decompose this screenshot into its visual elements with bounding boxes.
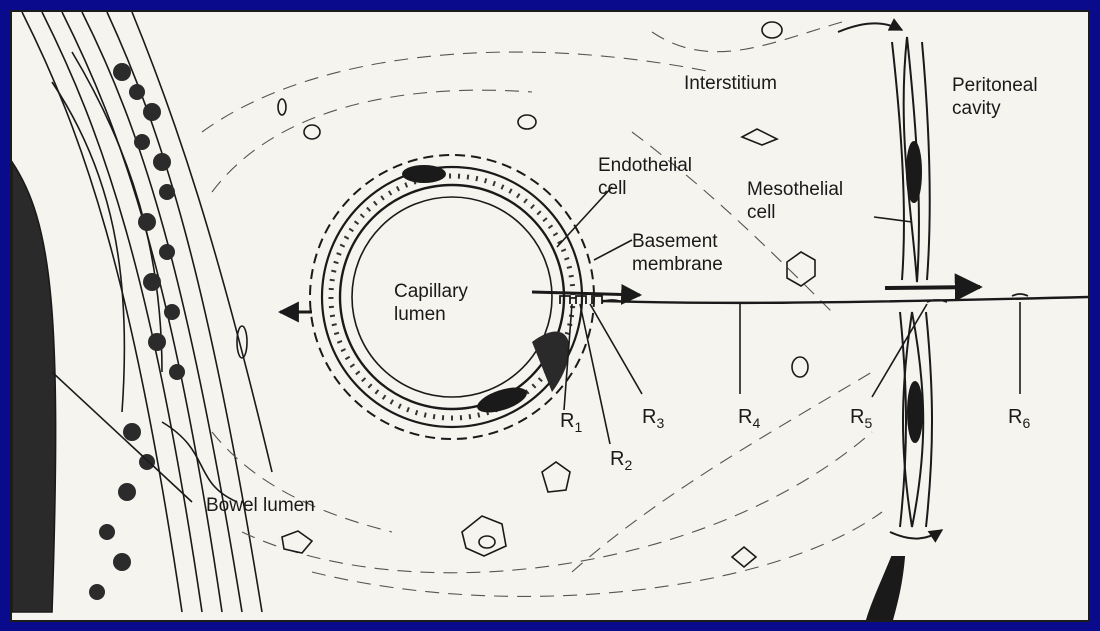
diagram-panel: Interstitium Peritoneal cavity Endotheli… bbox=[10, 10, 1090, 622]
bowel-cell-clusters bbox=[89, 63, 185, 600]
label-r4: R4 bbox=[738, 406, 760, 435]
label-r6: R6 bbox=[1008, 406, 1030, 435]
label-r5: R5 bbox=[850, 406, 872, 435]
label-r3: R3 bbox=[642, 406, 664, 435]
label-r2: R2 bbox=[610, 448, 632, 477]
label-bowel-lumen: Bowel lumen bbox=[206, 494, 315, 517]
label-mesothelial-cell: Mesothelial cell bbox=[747, 178, 843, 224]
label-basement-membrane: Basement membrane bbox=[632, 230, 723, 276]
label-endothelial-cell: Endothelial cell bbox=[598, 154, 692, 200]
label-r1: R1 bbox=[560, 410, 582, 439]
label-interstitium: Interstitium bbox=[684, 72, 777, 95]
mesothelium bbox=[867, 37, 932, 620]
bowel-wall bbox=[12, 12, 272, 612]
peritoneal-transport-illustration bbox=[12, 12, 1088, 620]
label-peritoneal-cavity: Peritoneal cavity bbox=[952, 74, 1038, 120]
interstitial-cells bbox=[237, 22, 815, 567]
label-capillary-lumen: Capillary lumen bbox=[394, 280, 468, 326]
